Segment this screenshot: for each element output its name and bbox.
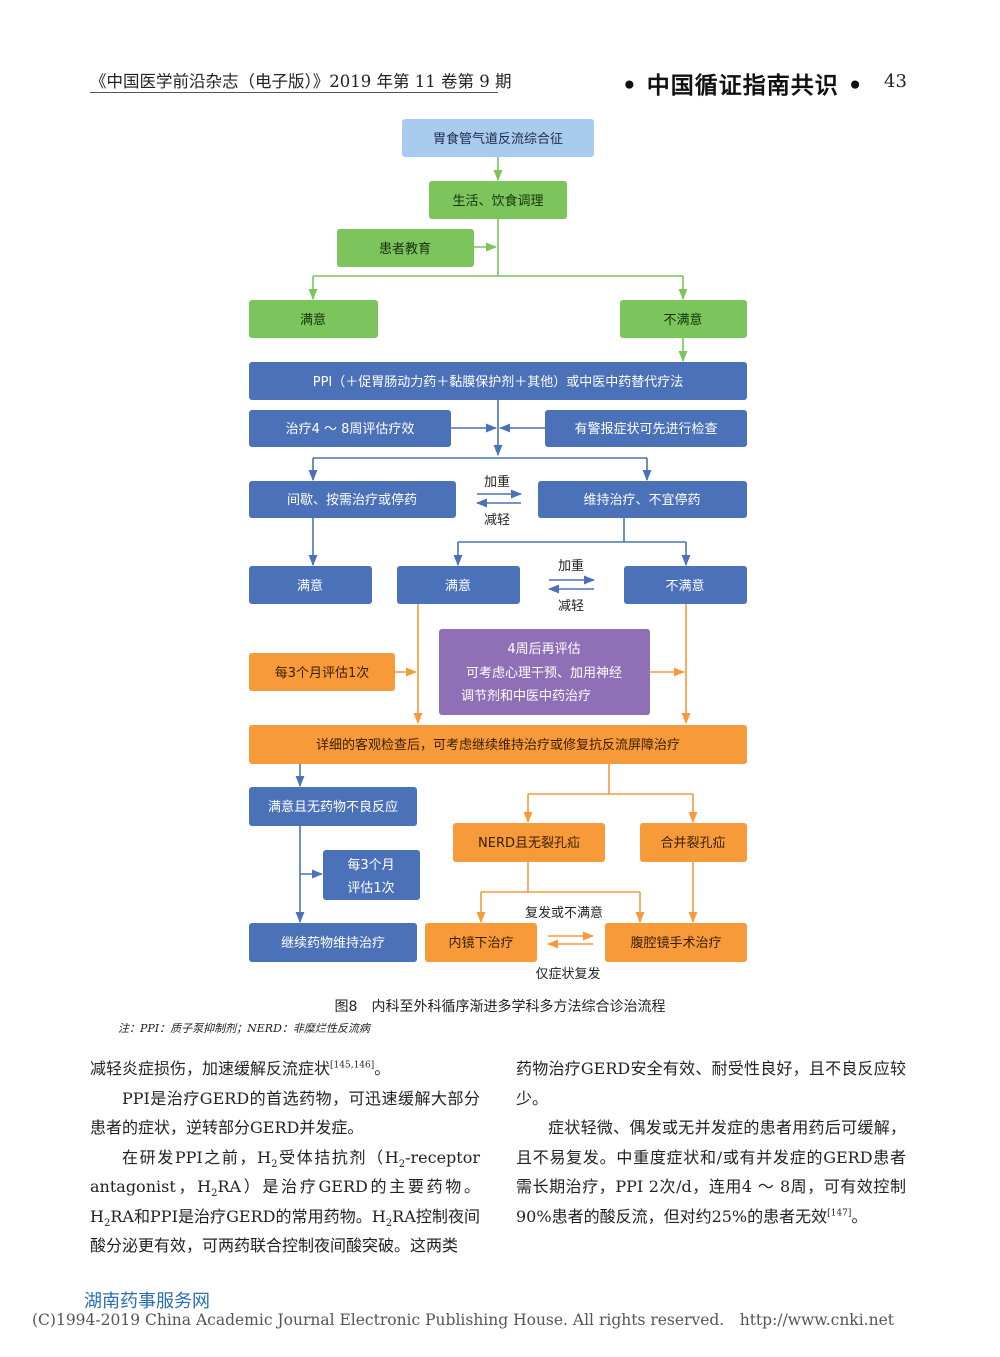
body-column-right: 药物治疗GERD安全有效、耐受性良好，且不良反应较少。 症状轻微、偶发或无并发症… [516,1054,906,1231]
svg-text:腹腔镜手术治疗: 腹腔镜手术治疗 [630,935,721,951]
svg-text:4周后再评估: 4周后再评估 [507,642,580,657]
node-treat-eval: 治疗4 ～ 8周评估疗效 [249,410,451,447]
svg-text:有警报症状可先进行检查: 有警报症状可先进行检查 [574,421,717,437]
svg-text:患者教育: 患者教育 [379,241,431,257]
node-continue-drug: 继续药物维持治疗 [249,923,417,962]
svg-text:合并裂孔疝: 合并裂孔疝 [660,836,725,851]
paragraph-4: 药物治疗GERD安全有效、耐受性良好，且不良反应较少。 [516,1059,906,1108]
node-eval-3m: 每3个月评估1次 [249,653,395,691]
svg-text:详细的客观检查后，可考虑继续维持治疗或修复抗反流屏障治疗: 详细的客观检查后，可考虑继续维持治疗或修复抗反流屏障治疗 [316,737,680,753]
journal-header: 《中国医学前沿杂志（电子版）》2019 年第 11 卷第 9 期 [90,72,512,91]
node-no-adverse: 满意且无药物不良反应 [249,787,417,826]
svg-text:治疗4 ～ 8周评估疗效: 治疗4 ～ 8周评估疗效 [286,422,415,437]
node-nerd: NERD且无裂孔疝 [453,823,605,862]
svg-text:调节剂和中医中药治疗: 调节剂和中医中药治疗 [461,689,591,704]
figure-caption: 图8 内科至外科循序渐进多学科多方法综合诊治流程 [334,999,666,1015]
node-unsatisfied-1: 不满意 [620,300,747,338]
node-satisfied-1: 满意 [249,300,378,338]
node-hernia: 合并裂孔疝 [640,823,747,862]
node-detailed-exam: 详细的客观检查后，可考虑继续维持治疗或修复抗反流屏障治疗 [249,725,747,764]
node-intermittent: 间歇、按需治疗或停药 [249,481,456,518]
svg-text:每3个月评估1次: 每3个月评估1次 [275,665,370,681]
copyright-footer: (C)1994-2019 China Academic Journal Elec… [32,1311,894,1329]
paragraph-3: 在研发PPI之前，H2受体拮抗剂（H2-receptor antagonist，… [90,1147,480,1256]
node-education: 患者教育 [337,229,474,267]
svg-text:评估1次: 评估1次 [347,880,394,896]
svg-text:满意且无药物不良反应: 满意且无药物不良反应 [268,799,398,815]
svg-text:继续药物维持治疗: 继续药物维持治疗 [281,936,385,951]
body-column-left: 减轻炎症损伤，加速缓解反流症状[145,146]。 PPI是治疗GERD的首选药… [90,1054,480,1261]
page-number: 43 [884,71,907,92]
svg-text:内镜下治疗: 内镜下治疗 [448,935,513,951]
svg-text:间歇、按需治疗或停药: 间歇、按需治疗或停药 [287,492,417,508]
green-connectors [308,157,688,363]
node-unsatisfied-2: 不满意 [624,566,747,604]
svg-text:PPI（＋促胃肠动力药＋黏膜保护剂＋其他）或中医中药替代疗法: PPI（＋促胃肠动力药＋黏膜保护剂＋其他）或中医中药替代疗法 [313,374,684,390]
label-ease-1: 减轻 [484,513,510,528]
header-rule [90,92,498,93]
svg-text:不满意: 不满意 [665,578,704,594]
node-ppi-bar: PPI（＋促胃肠动力药＋黏膜保护剂＋其他）或中医中药替代疗法 [249,362,747,400]
paragraph-2: PPI是治疗GERD的首选药物，可迅速缓解大部分患者的症状，逆转部分GERD并发… [90,1088,480,1138]
svg-text:满意: 满意 [300,312,326,328]
label-symptom-only: 仅症状复发 [535,966,600,982]
orange-connectors [395,604,698,949]
label-worsen-1: 加重 [484,474,510,490]
label-ease-2: 减轻 [558,599,584,614]
node-lifestyle: 生活、饮食调理 [429,181,567,219]
svg-text:不满意: 不满意 [663,312,702,328]
section-title: • 中国循证指南共识 • [622,73,864,99]
svg-text:满意: 满意 [297,578,323,594]
node-eval-3m-small: 每3个月 评估1次 [323,850,420,900]
node-alarm-check: 有警报症状可先进行检查 [545,410,747,447]
node-satisfied-2b: 满意 [397,566,520,604]
label-relapse: 复发或不满意 [525,905,603,921]
svg-text:胃食管气道反流综合征: 胃食管气道反流综合征 [433,131,563,147]
svg-text:可考虑心理干预、加用神经: 可考虑心理干预、加用神经 [466,666,622,681]
svg-text:生活、饮食调理: 生活、饮食调理 [452,193,543,209]
svg-text:NERD且无裂孔疝: NERD且无裂孔疝 [478,836,580,851]
blue-connectors [295,400,691,924]
paragraph-1: 减轻炎症损伤，加速缓解反流症状[145,146]。 [90,1059,391,1078]
node-satisfied-2a: 满意 [249,566,372,604]
node-maintenance: 维持治疗、不宜停药 [538,481,747,518]
node-laparoscopic: 腹腔镜手术治疗 [605,923,747,962]
node-endoscopic: 内镜下治疗 [425,923,537,962]
figure-note: 注：PPI：质子泵抑制剂；NERD：非糜烂性反流病 [118,1022,370,1035]
svg-text:每3个月: 每3个月 [347,857,394,873]
paragraph-5: 症状轻微、偶发或无并发症的患者用药后可缓解，且不易复发。中重度症状和/或有并发症… [516,1118,906,1226]
svg-text:维持治疗、不宜停药: 维持治疗、不宜停药 [583,492,700,508]
svg-text:满意: 满意 [445,578,471,594]
node-gerd: 胃食管气道反流综合征 [402,119,594,157]
watermark: 湖南药事服务网 [84,1291,210,1312]
node-reeval: 4周后再评估 可考虑心理干预、加用神经 调节剂和中医中药治疗 [439,629,650,715]
label-worsen-2: 加重 [558,558,584,574]
